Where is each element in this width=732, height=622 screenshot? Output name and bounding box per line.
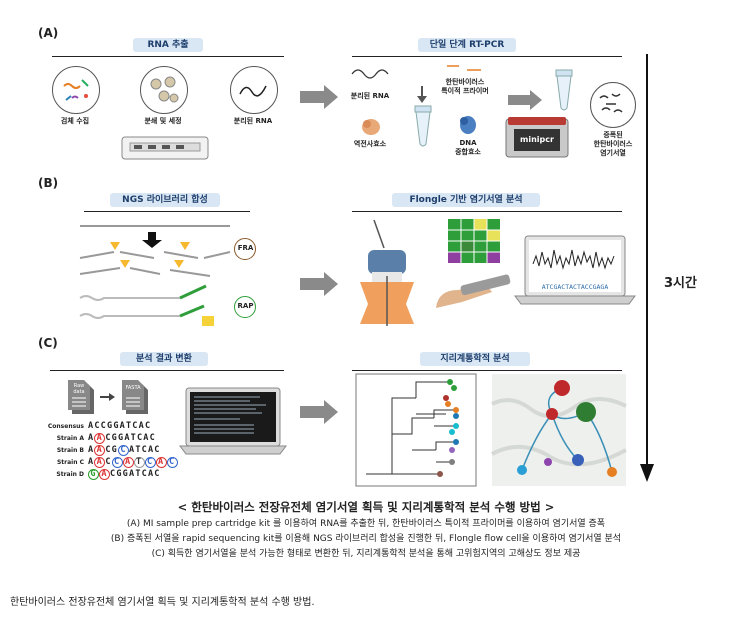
rt-pcr-underline bbox=[352, 56, 622, 57]
rna-strand-icon bbox=[239, 85, 267, 97]
caption-line-b: (B) 증폭된 서열을 rapid sequencing kit를 이용해 NG… bbox=[110, 534, 622, 544]
arrow-a2-icon bbox=[508, 90, 542, 110]
nanopore-icon bbox=[360, 219, 414, 326]
dna-polymerase-label-line2: 중합효소 bbox=[455, 148, 481, 156]
sample-collection-label: 검체 수집 bbox=[60, 117, 90, 125]
amplified-label-line3: 염기서열 bbox=[600, 149, 626, 157]
flongle-device-icon bbox=[436, 274, 511, 308]
rap-badge bbox=[234, 296, 256, 318]
fasta-file-icon bbox=[122, 380, 148, 414]
sequence-readout: ATCGACTACTACCGAGA bbox=[541, 283, 609, 291]
amplified-label-line2: 한탄바이러스 bbox=[593, 140, 633, 148]
section-c-label: (C) bbox=[38, 336, 58, 350]
dna-polymerase-label-line1: DNA bbox=[459, 139, 477, 147]
figure-footer-caption: 한탄바이러스 전장유전체 염기서열 획득 및 지리계통학적 분석 수행 방법. bbox=[10, 597, 315, 608]
arrow-a1-icon bbox=[300, 85, 338, 109]
reverse-transcriptase-icon bbox=[362, 119, 380, 135]
fra-label: FRA bbox=[237, 244, 254, 252]
rna-strand-small-icon bbox=[351, 69, 389, 79]
tube-down-arrow-icon bbox=[417, 86, 427, 103]
rt-pcr-title: 단일 단계 RT-PCR bbox=[418, 38, 516, 52]
alignment-sequence: ACCGGATCAC bbox=[88, 421, 152, 431]
flongle-title: Flongle 기반 염기서열 분석 bbox=[392, 193, 540, 207]
arrow-c-icon bbox=[300, 400, 338, 424]
raw-data-file-icon bbox=[68, 380, 94, 414]
section-a-label: (A) bbox=[38, 26, 59, 40]
separated-rna-circle bbox=[230, 66, 278, 114]
alignment-strain-name: Strain C bbox=[56, 458, 84, 466]
alignment-strain-name: Strain B bbox=[56, 446, 84, 454]
primer-lines-icon bbox=[447, 65, 481, 71]
pcr-tube-2-icon bbox=[555, 69, 573, 111]
pcr-tube-icon bbox=[414, 105, 432, 147]
lysis-wash-label: 분쇄 및 세정 bbox=[144, 117, 182, 125]
result-conversion-underline bbox=[50, 370, 284, 371]
alignment-row: Consensus ACCGGATCAC bbox=[46, 420, 186, 432]
amplified-dna-icon bbox=[599, 93, 623, 113]
minipcr-device-icon bbox=[505, 117, 569, 158]
primer-label-line2: 특이적 프라이머 bbox=[441, 87, 489, 95]
library-prep-diagram-icon bbox=[79, 225, 231, 326]
raw-data-label-line2: data bbox=[73, 389, 85, 395]
arrow-b-icon bbox=[300, 272, 338, 296]
alignment-strain-name: Consensus bbox=[47, 422, 84, 430]
fra-badge bbox=[234, 238, 256, 260]
minipcr-label: minipcr bbox=[520, 135, 554, 144]
ngs-library-title: NGS 라이브러리 합성 bbox=[110, 193, 220, 207]
phylogeography-underline bbox=[352, 370, 622, 371]
caption-line-c: (C) 획득한 염기서열을 분석 가능한 형태로 변환한 뒤, 지리계통학적 분… bbox=[151, 549, 581, 559]
rna-extraction-title: RNA 추출 bbox=[133, 38, 203, 52]
terminal-laptop-icon bbox=[179, 387, 287, 455]
amplified-circle bbox=[590, 82, 636, 128]
geographic-map-icon bbox=[491, 374, 627, 486]
separated-rna-label: 분리된 RNA bbox=[233, 117, 273, 125]
cartridge-device-icon bbox=[121, 136, 209, 160]
section-b-label: (B) bbox=[38, 176, 59, 190]
flongle-underline bbox=[352, 211, 622, 212]
lysis-circle bbox=[140, 66, 188, 114]
amplified-label-line1: 증폭된 bbox=[603, 131, 623, 139]
fasta-label: FASTA bbox=[125, 385, 141, 391]
signal-heatmap-icon bbox=[448, 219, 500, 263]
phylogeography-title: 지리계통학적 분석 bbox=[420, 352, 530, 366]
reverse-transcriptase-label: 역전사효소 bbox=[353, 140, 387, 148]
caption-line-a: (A) MI sample prep cartridge kit 를 이용하여 … bbox=[126, 519, 606, 529]
separated-rna-label-2: 분리된 RNA bbox=[350, 92, 390, 100]
convert-arrow-icon bbox=[100, 393, 115, 401]
rna-extraction-underline bbox=[52, 56, 284, 57]
virus-particles-icon bbox=[150, 76, 179, 103]
raw-data-label-line1: Raw bbox=[73, 383, 85, 389]
alignment-strain-name: Strain A bbox=[56, 434, 84, 442]
sample-collection-circle bbox=[52, 66, 100, 114]
time-label: 3시간 bbox=[664, 276, 697, 291]
alignment-strain-name: Strain D bbox=[56, 470, 84, 478]
caption-title: < 한탄바이러스 전장유전체 염기서열 획득 및 지리계통학적 분석 수행 방법… bbox=[177, 500, 555, 514]
time-arrow-icon bbox=[640, 54, 654, 482]
dna-polymerase-icon bbox=[460, 116, 476, 134]
primer-label-line1: 한탄바이러스 bbox=[445, 78, 485, 86]
rap-label: RAP bbox=[237, 302, 254, 310]
result-conversion-title: 분석 결과 변환 bbox=[120, 352, 208, 366]
phylogenetic-tree-icon bbox=[355, 373, 477, 487]
sample-squiggles-icon bbox=[63, 79, 89, 101]
ngs-library-underline bbox=[84, 211, 250, 212]
sequencing-laptop-icon bbox=[514, 235, 636, 305]
